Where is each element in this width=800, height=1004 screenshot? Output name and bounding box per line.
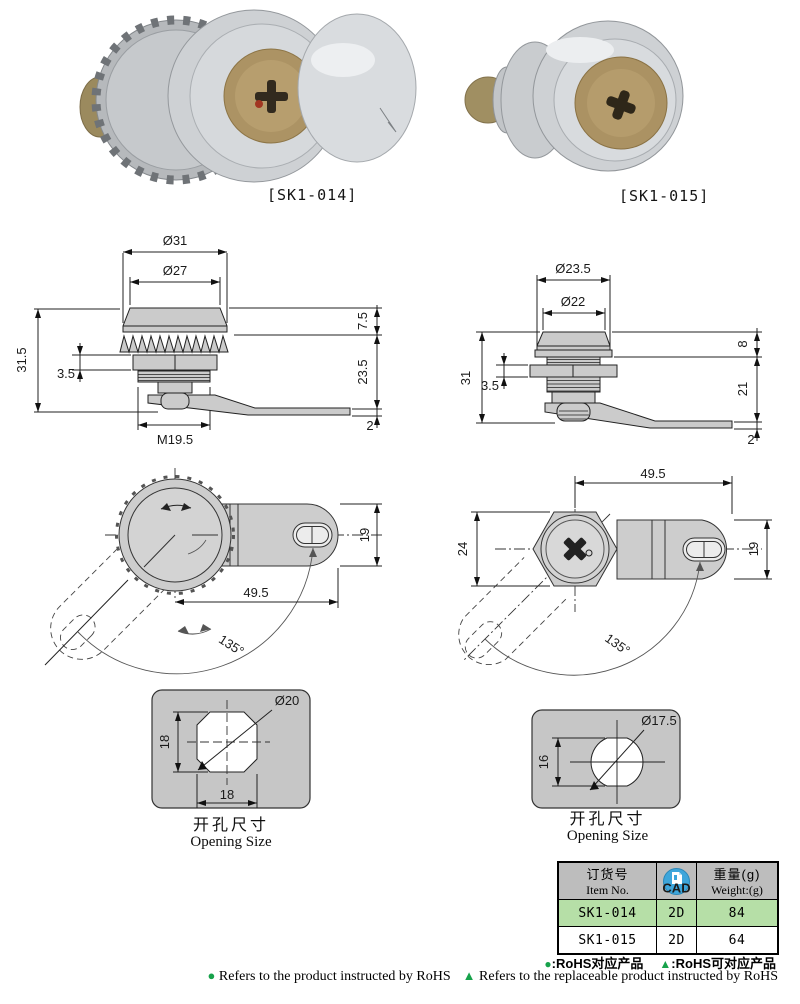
dim-cam: 2 xyxy=(366,418,373,433)
dim-slot: 19 xyxy=(746,542,761,556)
dim-dia: Ø20 xyxy=(275,693,300,708)
caption-zh: 开孔尺寸 xyxy=(192,817,269,834)
caption-en: Opening Size xyxy=(566,827,649,844)
cam-arm xyxy=(219,503,339,567)
table-row: SK1-014 2D 84 xyxy=(559,899,777,926)
dim-dia: Ø17.5 xyxy=(641,713,676,728)
header-weight-zh: 重量(g) xyxy=(713,867,761,882)
legend-zh-dot-text: :RoHS对应产品 xyxy=(551,956,644,971)
dim-washer: 3.5 xyxy=(481,378,499,393)
dim-angle: 135° xyxy=(216,632,247,659)
cad-icon: CAD xyxy=(663,867,690,895)
dim-length: 49.5 xyxy=(640,466,665,481)
caption-en: Opening Size xyxy=(190,833,272,850)
cam-lever-line xyxy=(44,579,129,666)
lock-body xyxy=(529,331,733,429)
centerlines xyxy=(570,720,665,804)
dim-slot: 19 xyxy=(357,528,372,542)
phillips-screw xyxy=(255,80,288,113)
dimension-lines xyxy=(476,275,762,441)
dim-body: 21 xyxy=(735,382,750,396)
table-row: SK1-015 2D 64 xyxy=(559,926,777,953)
table-header-row: 订货号 Item No. CAD 重量(g) Weight:(g) xyxy=(559,863,777,899)
rotation-arrow xyxy=(177,628,212,635)
opening-size-drawing-sk1-014: Ø20 18 18 xyxy=(151,689,311,809)
knurled-cam-lock-photo xyxy=(79,9,417,185)
dim-dia-inner: Ø27 xyxy=(163,263,188,278)
dimension-lines xyxy=(471,476,772,587)
product-photo-sk1-015 xyxy=(464,20,684,172)
legend-en-tri-text: Refers to the replaceable product instru… xyxy=(479,969,778,984)
cell-item: SK1-014 xyxy=(559,900,656,926)
legend-item: ● Refers to the product instructed by Ro… xyxy=(208,968,451,985)
header-item-en: Item No. xyxy=(586,883,629,897)
dim-width: 24 xyxy=(455,542,470,556)
dot-marker-icon: ● xyxy=(544,957,552,971)
header-cad: CAD xyxy=(656,863,696,899)
legend-item: ●:RoHS对应产品 xyxy=(544,953,643,972)
hex-cam-lock-photo xyxy=(464,20,684,172)
opening-caption-left: 开孔尺寸 Opening Size xyxy=(150,817,312,851)
dim-dia-outer: Ø23.5 xyxy=(555,261,590,276)
cell-item: SK1-015 xyxy=(559,927,656,953)
cell-cad: 2D xyxy=(656,900,696,926)
ghost-cam-position xyxy=(458,557,567,666)
dim-height: 18 xyxy=(157,735,172,749)
header-item-no: 订货号 Item No. xyxy=(559,863,656,899)
caption-zh: 开孔尺寸 xyxy=(569,811,646,828)
dim-height-total: 31 xyxy=(458,371,473,385)
leader-line xyxy=(589,729,645,791)
cross-keyway xyxy=(563,537,587,561)
product-label-sk1-014: [SK1-014] xyxy=(267,186,358,204)
dim-dia-outer: Ø31 xyxy=(163,233,188,248)
cell-weight: 64 xyxy=(696,927,777,953)
dim-body: 23.5 xyxy=(355,359,370,384)
header-weight-en: Weight:(g) xyxy=(711,883,763,897)
cell-cad: 2D xyxy=(656,927,696,953)
dimension-lines xyxy=(175,503,382,608)
opening-size-drawing-sk1-015: Ø17.5 16 xyxy=(531,709,681,809)
dim-angle: 135° xyxy=(602,630,633,658)
front-drawing-sk1-014: Ø31 Ø27 31.5 3.5 M19.5 7.5 23.5 2 xyxy=(14,233,382,447)
dimension-lines xyxy=(173,711,258,808)
header-weight: 重量(g) Weight:(g) xyxy=(696,863,777,899)
header-item-zh: 订货号 xyxy=(586,867,629,882)
top-view-drawing-sk1-014: 19 49.5 135° xyxy=(44,468,385,675)
spec-table: 订货号 Item No. CAD 重量(g) Weight:(g) SK1-01… xyxy=(557,861,779,955)
dim-top: 7.5 xyxy=(355,312,370,330)
legend-item: ▲:RoHS可对应产品 xyxy=(659,953,776,972)
centerlines xyxy=(187,700,270,785)
product-label-sk1-015: [SK1-015] xyxy=(619,187,710,205)
dim-dia-inner: Ø22 xyxy=(561,294,586,309)
dot-marker-icon: ● xyxy=(207,968,216,983)
top-view-drawing-sk1-015: 49.5 24 19 135° xyxy=(455,466,772,676)
front-drawing-sk1-015: Ø23.5 Ø22 31 3.5 8 21 2 xyxy=(458,261,762,447)
cross-keyway xyxy=(606,90,636,120)
dim-thread: M19.5 xyxy=(157,432,193,447)
legend-item: ▲ Refers to the replaceable product inst… xyxy=(463,968,778,985)
rohs-legend-en: ● Refers to the product instructed by Ro… xyxy=(208,968,778,985)
triangle-marker-icon: ▲ xyxy=(659,957,672,971)
legend-en-dot-text: Refers to the product instructed by RoHS xyxy=(218,969,451,984)
dim-width: 18 xyxy=(220,787,234,802)
dimension-arrows xyxy=(555,738,599,790)
dim-height: 16 xyxy=(536,755,551,769)
opening-caption-right: 开孔尺寸 Opening Size xyxy=(530,811,685,845)
dim-height-total: 31.5 xyxy=(14,347,29,372)
dim-top: 8 xyxy=(735,340,750,347)
cell-weight: 84 xyxy=(696,900,777,926)
dim-cam: 2 xyxy=(747,432,754,447)
dim-washer: 3.5 xyxy=(57,366,75,381)
triangle-marker-icon: ▲ xyxy=(462,968,476,983)
rohs-legend-zh: ●:RoHS对应产品 ▲:RoHS可对应产品 xyxy=(544,953,776,972)
dim-length: 49.5 xyxy=(243,585,268,600)
rotation-arc xyxy=(77,547,314,675)
leader-line xyxy=(197,709,273,771)
cad-icon-label: CAD xyxy=(663,880,690,895)
legend-zh-tri-text: :RoHS可对应产品 xyxy=(671,956,776,971)
lock-body xyxy=(119,307,351,416)
rotation-arc xyxy=(484,561,701,676)
product-photo-sk1-014 xyxy=(79,9,417,185)
